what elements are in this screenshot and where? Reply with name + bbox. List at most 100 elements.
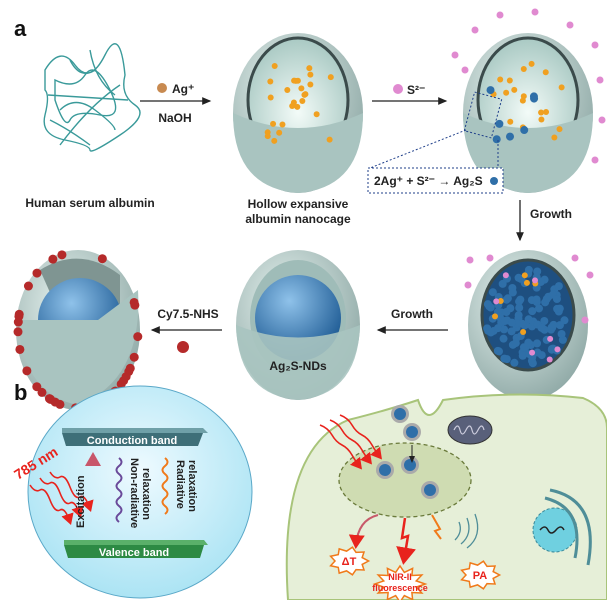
ag2s-particle xyxy=(555,304,564,313)
mitochondrion-icon xyxy=(447,415,493,445)
heat-arrow xyxy=(348,514,379,549)
dye-molecule xyxy=(133,332,143,342)
dye-molecule xyxy=(13,327,23,337)
sulfide-ion xyxy=(546,356,553,363)
dye-molecule xyxy=(48,254,58,264)
ag2s-particle xyxy=(554,282,563,291)
albumin-protein-structure xyxy=(43,43,141,152)
silver-ion xyxy=(327,74,334,81)
ag2s-particle xyxy=(503,294,512,303)
silver-ion xyxy=(558,84,565,91)
dye-molecule xyxy=(32,268,42,278)
nanocage-empty xyxy=(233,33,363,193)
silver-ion xyxy=(264,133,271,140)
silver-ion xyxy=(289,103,296,110)
ag2s-particle xyxy=(547,323,556,332)
dye-molecule xyxy=(121,372,131,382)
silver-ion xyxy=(307,71,314,78)
ag2s-core xyxy=(379,464,391,476)
sulfide-ion xyxy=(464,281,472,289)
silver-ion xyxy=(306,65,313,72)
ag2s-particle xyxy=(506,304,515,313)
dye-molecule xyxy=(129,297,139,307)
reaction-equation: 2Ag⁺ + S²⁻ → Ag₂S xyxy=(374,174,483,188)
sulfide-ion xyxy=(547,335,554,342)
silver-ion xyxy=(511,86,518,93)
nanocage-label-line2: albumin nanocage xyxy=(245,212,351,226)
nd-label: Ag₂S-NDs xyxy=(269,359,327,373)
ag2s-particle xyxy=(495,347,504,356)
silver-ion xyxy=(302,91,309,98)
sulfide-ion xyxy=(461,66,469,74)
ag2s-particle xyxy=(547,345,556,354)
ag2s-particle xyxy=(493,324,502,333)
sulfide-ion xyxy=(496,11,504,19)
sulfide-ion xyxy=(466,256,474,264)
ag2s-particle xyxy=(533,339,542,348)
ag2s-particle xyxy=(507,327,516,336)
silver-ion xyxy=(292,77,299,84)
dye-icon xyxy=(177,341,189,353)
dye-reagent-label: Cy7.5-NHS xyxy=(157,307,218,321)
silver-ion xyxy=(542,69,549,76)
dye-molecule xyxy=(97,254,107,264)
silver-ion xyxy=(279,121,286,128)
ag2s-nucleus xyxy=(495,119,504,128)
step1-reagent: Ag⁺ xyxy=(172,82,194,96)
ag2s-core xyxy=(424,484,436,496)
sulfide-ion xyxy=(531,8,539,16)
silver-ion xyxy=(267,78,274,85)
silver-ion xyxy=(294,103,301,110)
ag2s-particle xyxy=(498,279,507,288)
panel-a-label: a xyxy=(14,16,27,41)
ag2s-core xyxy=(394,408,406,420)
silver-ion xyxy=(267,94,274,101)
ag2s-particle xyxy=(516,295,525,304)
ag2s-particle xyxy=(533,267,542,276)
nonradiative-wave-icon xyxy=(115,457,123,523)
ag2s-particle xyxy=(555,321,564,330)
sulfide-ion xyxy=(586,271,594,279)
nonradiative-label-1: Non-radiative xyxy=(128,458,140,528)
sulfide-ion xyxy=(581,316,589,324)
delta-t-label: ΔT xyxy=(342,556,357,568)
valence-band-bar xyxy=(64,545,204,558)
dye-molecule xyxy=(15,344,25,354)
growth-left-label: Growth xyxy=(391,307,433,321)
ag2s-particle xyxy=(537,351,546,360)
silver-ion xyxy=(271,63,278,70)
silver-ion xyxy=(521,272,528,279)
ag2s-particle xyxy=(540,316,549,325)
ag2s-particle-icon xyxy=(490,177,498,185)
ag2s-nucleus xyxy=(492,135,501,144)
silver-ion xyxy=(271,137,278,144)
silver-ion xyxy=(307,81,314,88)
ag2s-nucleus xyxy=(486,86,495,95)
dye-molecule xyxy=(57,250,67,260)
silver-ion xyxy=(298,85,305,92)
nucleus xyxy=(338,442,472,518)
valence-band-label: Valence band xyxy=(99,547,169,559)
ag2s-nanodot xyxy=(236,250,360,400)
sulfide-ion xyxy=(493,298,500,305)
sulfide-ion xyxy=(596,76,604,84)
dye-molecule xyxy=(50,397,60,407)
nanocage-nucleation xyxy=(451,8,606,193)
ag2s-particle xyxy=(552,295,561,304)
laser-waves-icon xyxy=(29,471,94,526)
ag2s-nucleus xyxy=(520,126,529,135)
dye-molecule xyxy=(13,317,23,327)
ag2s-particle xyxy=(511,339,520,348)
pa-burst xyxy=(460,560,502,590)
nir-label-2: fluorescence xyxy=(372,583,428,593)
ag2s-nucleus xyxy=(506,132,515,141)
sulfide-ion xyxy=(529,349,536,356)
ag2s-nucleus xyxy=(530,94,539,103)
heat-burst xyxy=(329,546,371,576)
ag2s-particle xyxy=(536,277,545,286)
dye-molecule xyxy=(125,363,135,373)
sulfide-ion xyxy=(502,272,509,279)
ag2s-particle xyxy=(537,323,546,332)
albumin-label: Human serum albumin xyxy=(25,196,154,210)
dye-molecule xyxy=(22,366,32,376)
